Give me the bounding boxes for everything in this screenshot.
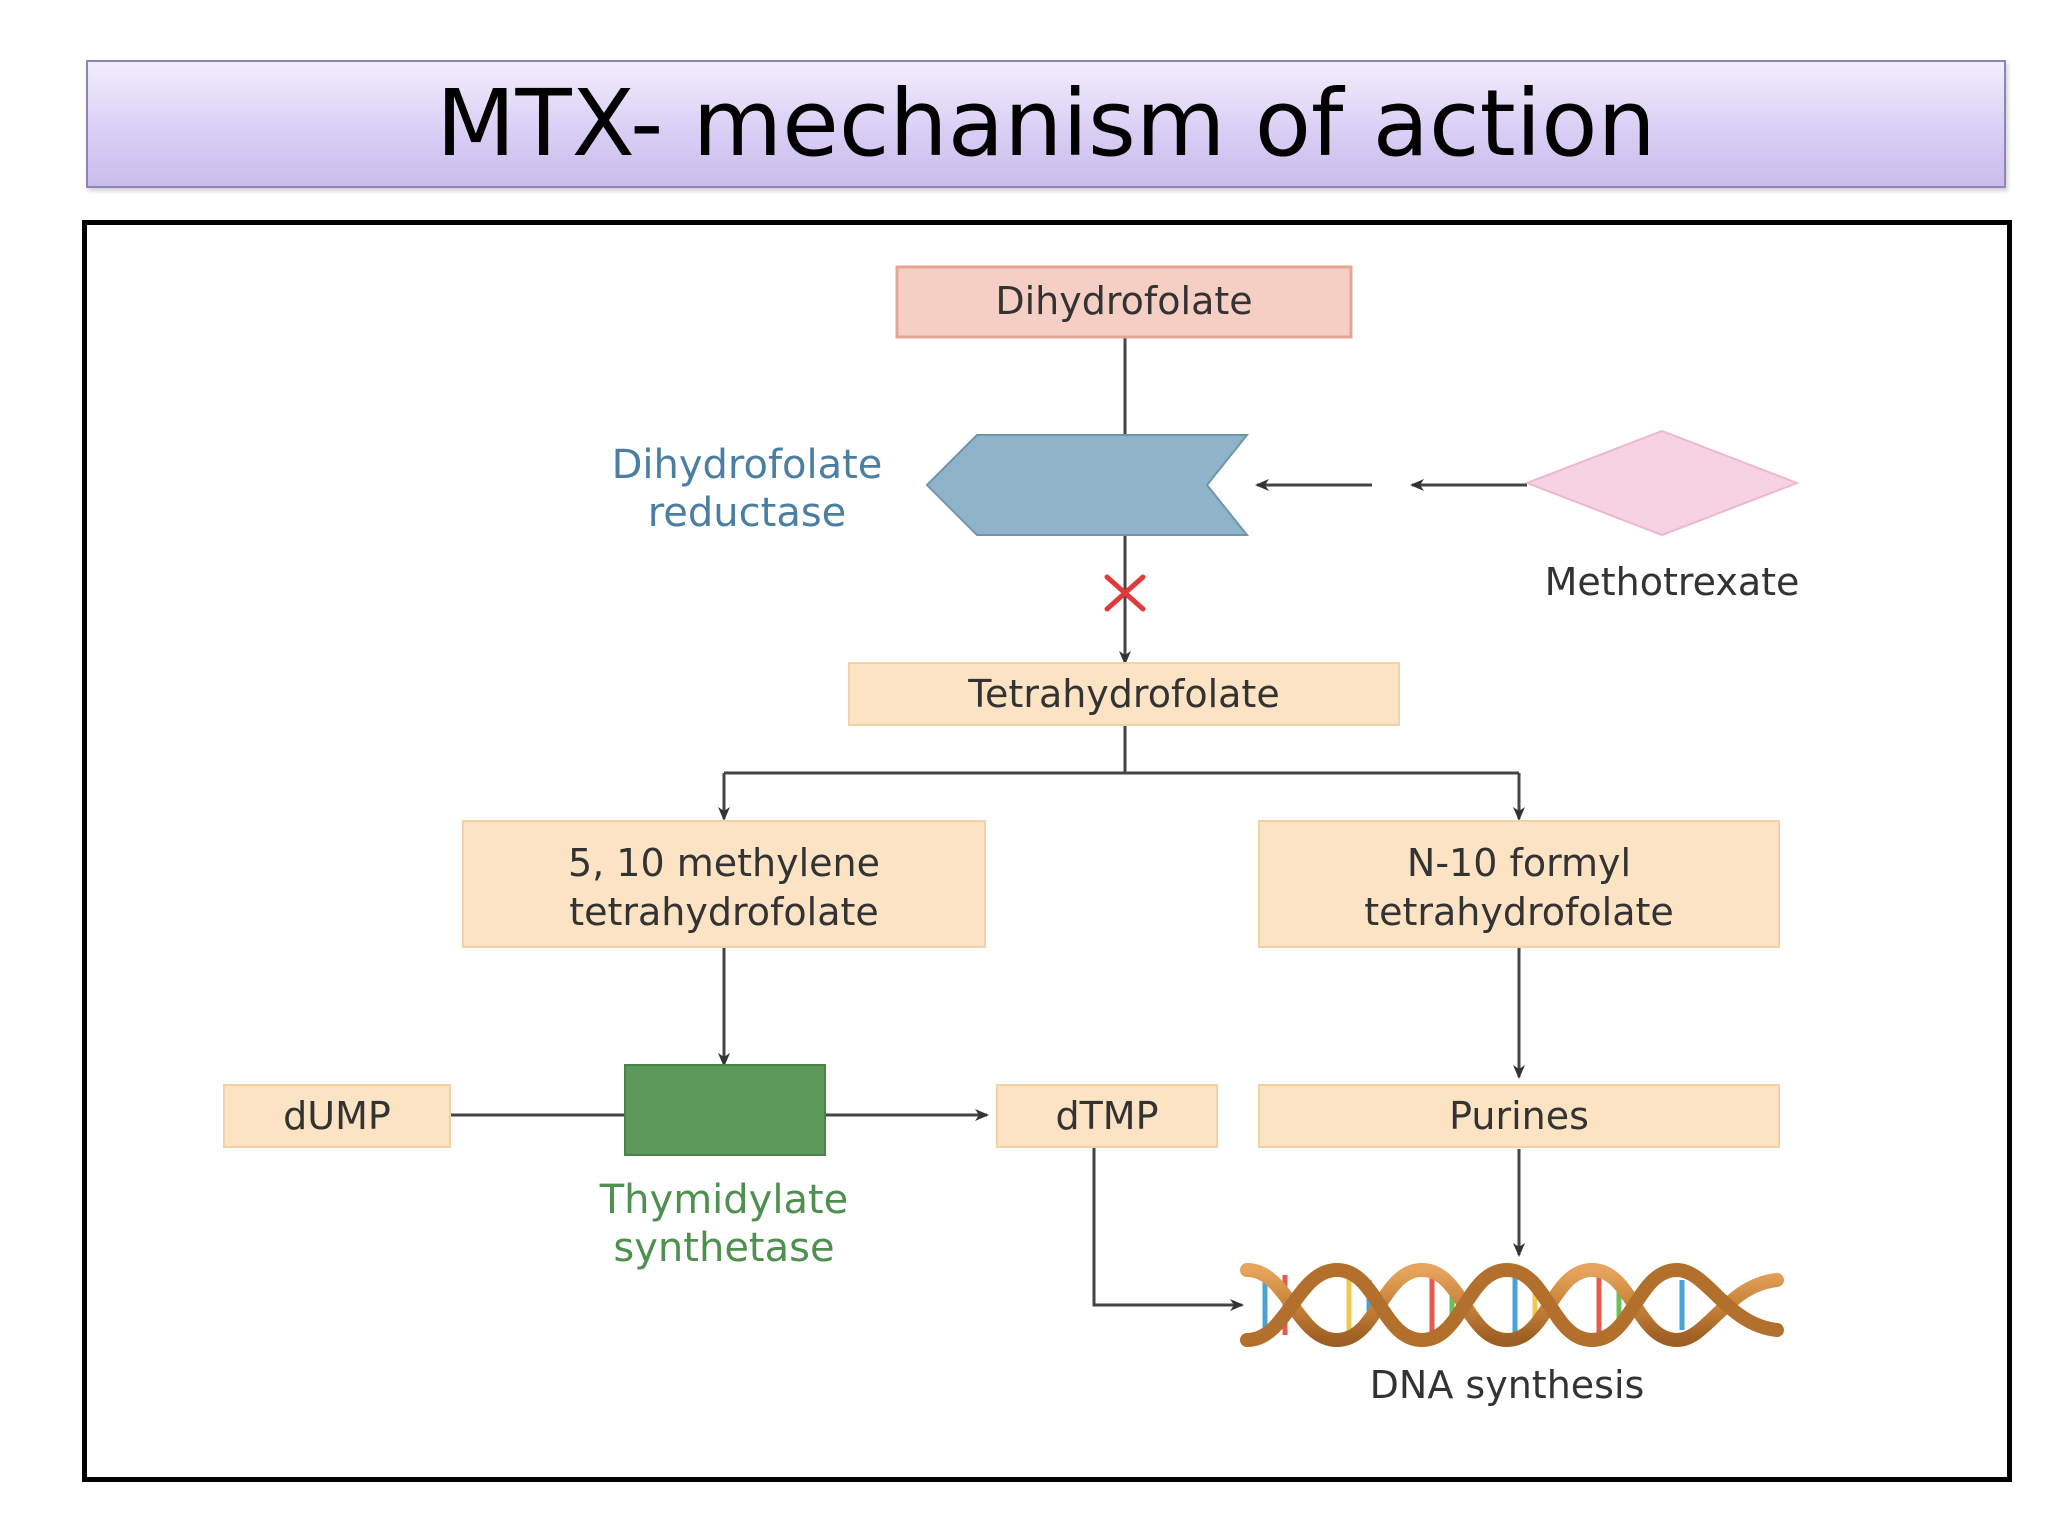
node-dihydrofolate-label: Dihydrofolate <box>995 279 1252 323</box>
node-methylene-thf: 5, 10 methylene tetrahydrofolate <box>462 820 986 948</box>
ts-label-line1: Thymidylate <box>599 1177 849 1223</box>
node-methylene-label-line1: 5, 10 methylene <box>568 841 880 885</box>
node-dtmp-label: dTMP <box>1055 1094 1158 1138</box>
enzyme-thymidylate-synthetase: Thymidylate synthetase <box>599 1064 849 1271</box>
node-formyl-label-line2: tetrahydrofolate <box>1364 890 1674 934</box>
node-tetrahydrofolate: Tetrahydrofolate <box>848 662 1400 726</box>
node-dump: dUMP <box>223 1084 451 1148</box>
methotrexate-label: Methotrexate <box>1545 560 1800 604</box>
edge-dtmp-to-dna <box>1092 1143 1244 1311</box>
node-dump-label: dUMP <box>283 1094 391 1138</box>
node-dtmp: dTMP <box>996 1084 1218 1148</box>
drug-methotrexate: Methotrexate <box>1524 429 1800 604</box>
dna-strand-2 <box>1240 1262 1784 1348</box>
ts-label-line2: synthetase <box>613 1225 834 1271</box>
dna-helix-icon: DNA synthesis <box>1240 1262 1784 1407</box>
node-purines-label: Purines <box>1449 1094 1589 1138</box>
dna-strand-1 <box>1240 1262 1784 1348</box>
ts-shape <box>624 1064 826 1156</box>
slide-title: MTX- mechanism of action <box>436 70 1656 177</box>
node-tetrahydrofolate-label: Tetrahydrofolate <box>967 672 1279 716</box>
node-formyl-label-line1: N-10 formyl <box>1407 841 1631 885</box>
enzyme-dihydrofolate-reductase: Dihydrofolate reductase <box>612 434 1250 536</box>
figure-frame: Dihydrofolate Dihydrofolate reductase Me… <box>82 220 2012 1482</box>
node-purines: Purines <box>1258 1084 1780 1148</box>
dna-synthesis-label: DNA synthesis <box>1370 1363 1645 1407</box>
node-methylene-label-line2: tetrahydrofolate <box>569 890 879 934</box>
node-formyl-thf: N-10 formyl tetrahydrofolate <box>1258 820 1780 948</box>
dhfr-shape <box>925 434 1250 536</box>
title-bar: MTX- mechanism of action <box>86 60 2006 188</box>
dhfr-label-line1: Dihydrofolate <box>612 442 883 488</box>
inhibition-x-icon <box>1104 574 1146 612</box>
pathway-diagram: Dihydrofolate Dihydrofolate reductase Me… <box>223 265 1800 1407</box>
methotrexate-diamond <box>1524 429 1800 537</box>
node-dihydrofolate: Dihydrofolate <box>895 265 1353 339</box>
dhfr-label-line2: reductase <box>648 490 847 536</box>
connector-lines <box>450 337 1527 1311</box>
